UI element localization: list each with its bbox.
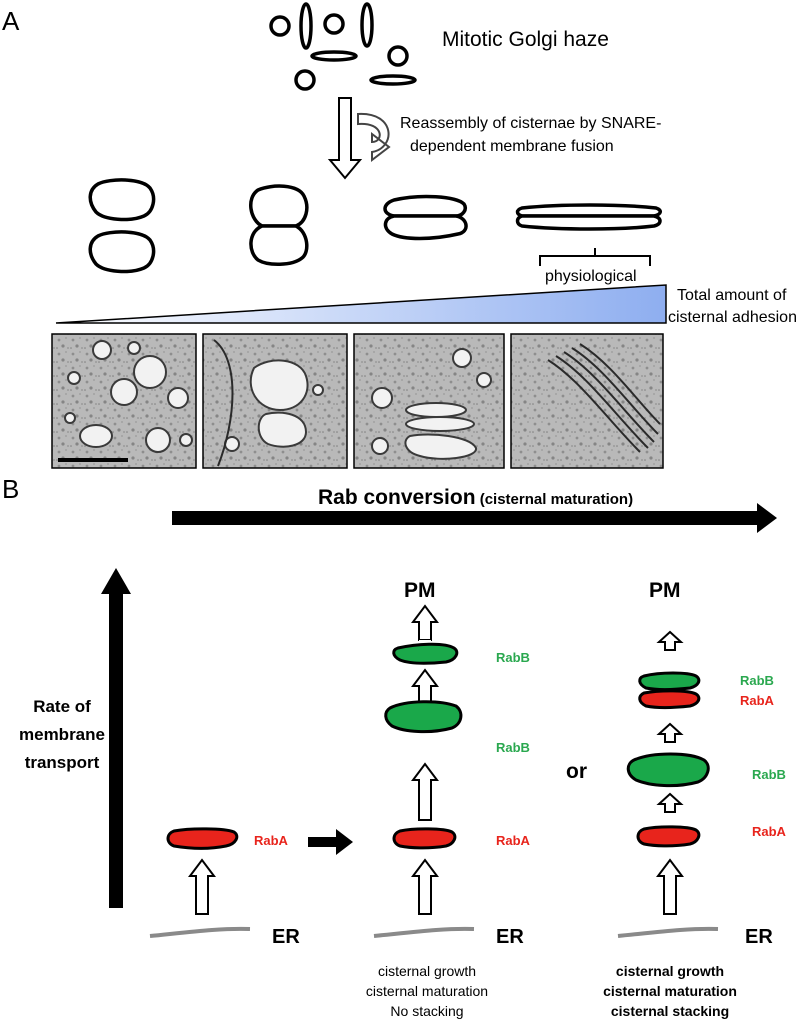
transport-arrow-right-2 xyxy=(656,722,684,743)
rab-conversion-paren: (cisternal maturation) xyxy=(476,491,634,508)
mitotic-golgi-haze xyxy=(269,2,417,91)
haze-vesicle xyxy=(323,13,345,35)
right-caption-2: cisternal maturation xyxy=(603,983,737,999)
micrograph-2 xyxy=(202,333,348,469)
reassembly-line1: Reassembly of cisternae by SNARE- xyxy=(400,115,661,132)
rab-a-label-right-top: RabA xyxy=(740,693,775,708)
rate-of-transport-arrow xyxy=(101,568,131,908)
transport-arrow-middle-3 xyxy=(411,762,439,821)
physiological-bracket xyxy=(539,248,651,266)
haze-vesicle xyxy=(360,2,374,48)
right-caption-3: cisternal stacking xyxy=(611,1003,729,1019)
cisterna-stage2-bottom xyxy=(249,224,309,266)
middle-caption-1: cisternal growth xyxy=(378,963,476,979)
rate-line3: transport xyxy=(25,753,100,772)
haze-vesicle xyxy=(299,2,313,50)
micrograph-3 xyxy=(353,333,505,469)
rab-b-cisterna-middle-mid xyxy=(384,700,463,734)
rab-b-label-right-mid: RabB xyxy=(752,767,786,782)
rab-a-label-middle: RabA xyxy=(496,833,531,848)
micrograph-4 xyxy=(510,333,664,469)
haze-vesicle xyxy=(387,45,409,67)
rate-line2: membrane xyxy=(19,725,105,744)
pm-label-middle: PM xyxy=(404,579,436,602)
haze-vesicle xyxy=(294,69,316,91)
curved-fusion-arrow xyxy=(357,112,391,163)
er-label-left: ER xyxy=(272,926,300,948)
rab-a-label-left: RabA xyxy=(254,833,289,848)
rab-conversion-label: Rab conversion (cisternal maturation) xyxy=(318,486,633,509)
transport-arrow-middle-bottom xyxy=(411,858,439,915)
rab-a-cisterna-right-top xyxy=(638,689,701,709)
panel-a-label: A xyxy=(2,6,20,36)
haze-vesicle xyxy=(369,74,417,86)
rab-a-label-right-bottom: RabA xyxy=(752,824,787,839)
pm-label-right: PM xyxy=(649,579,681,602)
panel-b-label: B xyxy=(2,474,19,504)
middle-caption-3: No stacking xyxy=(390,1003,463,1019)
cisterna-stage1-bottom xyxy=(88,230,156,274)
reassembly-line2: dependent membrane fusion xyxy=(410,138,614,155)
transport-arrow-right-bottom xyxy=(656,858,684,915)
cisterna-stage2-top xyxy=(249,184,309,228)
haze-vesicle xyxy=(269,15,291,37)
er-membrane-left xyxy=(149,926,251,938)
rab-a-cisterna-right-bottom xyxy=(636,825,701,848)
rab-a-cisterna-middle xyxy=(392,827,457,850)
adhesion-stages xyxy=(88,178,662,274)
haze-vesicle xyxy=(310,50,358,62)
rab-a-cisterna-left xyxy=(166,827,239,850)
transport-arrow-middle-top xyxy=(411,604,439,641)
rab-b-cisterna-middle-top xyxy=(392,642,459,665)
adhesion-wedge xyxy=(55,284,667,324)
adhesion-line1: Total amount of xyxy=(677,287,787,304)
micrograph-1 xyxy=(51,333,197,469)
er-label-middle: ER xyxy=(496,926,524,948)
middle-caption-2: cisternal maturation xyxy=(366,983,488,999)
adhesion-line2: cisternal adhesion xyxy=(668,309,797,326)
er-label-right: ER xyxy=(745,926,773,948)
reassembly-down-arrow xyxy=(327,97,363,180)
rab-b-label-middle-top: RabB xyxy=(496,650,530,665)
rab-b-label-middle-mid: RabB xyxy=(496,740,530,755)
transport-arrow-left xyxy=(188,858,216,915)
physiological-label: physiological xyxy=(545,268,637,285)
or-label: or xyxy=(566,760,587,783)
rate-line1: Rate of xyxy=(33,697,91,716)
transport-arrow-right-3 xyxy=(656,792,684,813)
right-caption-1: cisternal growth xyxy=(616,963,724,979)
cisterna-stage3-top xyxy=(383,194,468,218)
conversion-arrow xyxy=(308,829,353,855)
rab-conversion-bold: Rab conversion xyxy=(318,486,476,509)
cisterna-stage4-bottom xyxy=(515,214,662,231)
cisterna-stage3-bottom xyxy=(383,214,468,241)
er-membrane-right xyxy=(617,926,719,938)
haze-label: Mitotic Golgi haze xyxy=(442,28,609,51)
rab-b-cisterna-right-mid xyxy=(626,752,710,788)
cisterna-stage4-top xyxy=(515,203,662,218)
rab-conversion-arrow xyxy=(172,503,777,533)
cisterna-stage1-top xyxy=(88,178,156,222)
transport-arrow-right-top xyxy=(656,630,684,651)
rab-b-label-right-top: RabB xyxy=(740,673,774,688)
er-membrane-middle xyxy=(373,926,475,938)
rab-b-cisterna-right-top xyxy=(638,671,701,691)
